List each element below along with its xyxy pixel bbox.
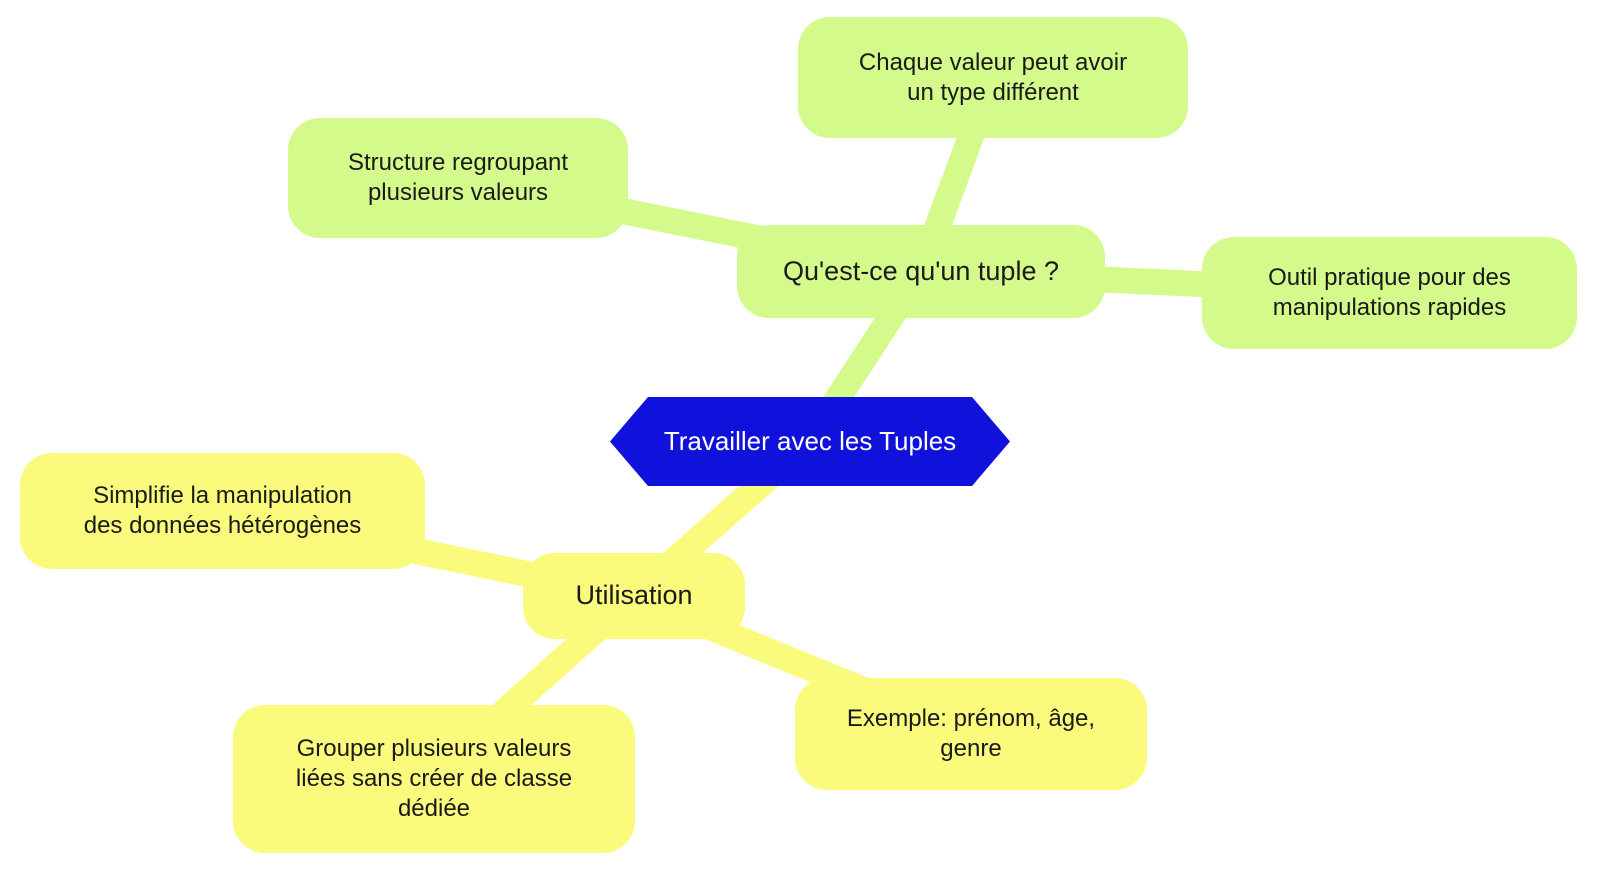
leaf-node-outil-pratique: Outil pratique pour des manipulations ra… (1202, 237, 1577, 349)
leaf-node-chaque-valeur-type: Chaque valeur peut avoir un type différe… (798, 17, 1188, 138)
leaf-node-exemple-prenom-age-genre: Exemple: prénom, âge, genre (795, 678, 1147, 790)
branch-node-utilisation: Utilisation (523, 553, 745, 639)
leaf-node-grouper-valeurs-liees: Grouper plusieurs valeurs liées sans cré… (233, 705, 635, 853)
root-node-travailler-avec-les-tuples: Travailler avec les Tuples (610, 397, 1010, 486)
leaf-node-simplifie-manipulation: Simplifie la manipulation des données hé… (20, 453, 425, 569)
leaf-node-structure-regroupant: Structure regroupant plusieurs valeurs (288, 118, 628, 238)
branch-node-quest-ce-quun-tuple: Qu'est-ce qu'un tuple ? (737, 225, 1105, 318)
